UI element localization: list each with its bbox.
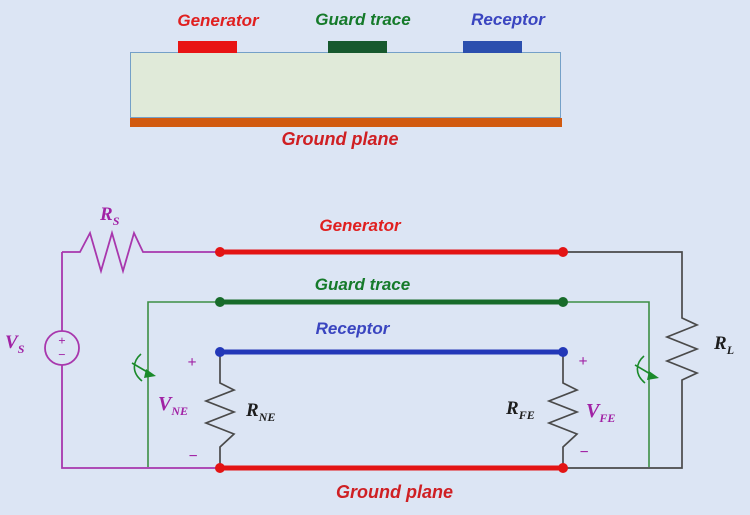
rfe-resistor <box>546 355 580 465</box>
rl-load-branch <box>565 251 700 469</box>
rs-sub: S <box>112 213 120 228</box>
rl-base: R <box>714 333 727 354</box>
generator-node-left <box>215 247 225 257</box>
rne-resistor <box>203 355 237 465</box>
guard-wire-right <box>565 301 650 467</box>
vs-sub: S <box>17 341 25 356</box>
rs-resistor <box>62 229 217 275</box>
vs-source-circle <box>44 330 80 366</box>
rfe-base: R <box>506 398 519 419</box>
near-end-minus-sign: − <box>188 448 198 465</box>
ground-node-left <box>215 463 225 473</box>
near-end-plus-sign: + <box>187 354 197 371</box>
cross-section-ground-plane-label: Ground plane <box>281 129 399 149</box>
vfe-sub: FE <box>599 411 616 425</box>
vne-base: V <box>158 393 172 415</box>
vs-minus-sign: − <box>58 347 66 362</box>
far-end-plus-sign: + <box>578 353 588 370</box>
source-branch-wire <box>44 229 217 469</box>
schematic-generator-label: Generator <box>319 216 401 235</box>
guard-node-left <box>215 297 225 307</box>
vne-voltage-label: VNE <box>158 394 188 417</box>
vs-base: V <box>5 332 18 353</box>
vfe-base: V <box>586 400 600 422</box>
vs-plus-sign: + <box>58 333 66 348</box>
guard-trace-pad <box>328 41 387 53</box>
generator-node-right <box>558 247 568 257</box>
cross-section-generator-label: Generator <box>177 11 259 30</box>
receptor-node-right <box>558 347 568 357</box>
schematic-receptor-label: Receptor <box>315 319 390 338</box>
connection-nodes <box>215 247 568 473</box>
schematic-guard-trace-label: Guard trace <box>314 275 411 294</box>
rl-sub: L <box>726 342 735 357</box>
rne-resistor-label: RNE <box>246 401 275 423</box>
cross-section-guard-trace-label: Guard trace <box>315 10 411 29</box>
guard-ground-arrow-right <box>634 355 659 384</box>
guard-node-right <box>558 297 568 307</box>
rfe-sub: FE <box>518 407 535 422</box>
generator-pad <box>178 41 237 53</box>
source-bottom-wire <box>61 365 217 469</box>
receptor-node-left <box>215 347 225 357</box>
far-end-minus-sign: − <box>579 444 589 461</box>
rs-base: R <box>100 204 113 225</box>
receptor-pad <box>463 41 522 53</box>
rl-resistor-label: RL <box>714 334 734 356</box>
guard-ground-arrow-left <box>131 353 156 382</box>
ground-node-right <box>558 463 568 473</box>
cross-section-receptor-label: Receptor <box>471 10 545 29</box>
guard-wire-left <box>147 301 218 467</box>
schematic-ground-plane-label: Ground plane <box>336 482 453 502</box>
rfe-resistor-label: RFE <box>506 399 535 421</box>
rne-sub: NE <box>258 409 276 424</box>
rs-resistor-label: RS <box>100 205 119 227</box>
rne-base: R <box>246 400 259 421</box>
vs-source-label: VS <box>5 333 24 355</box>
vne-sub: NE <box>171 404 189 418</box>
vfe-voltage-label: VFE <box>586 401 615 424</box>
ground-plane-strip <box>130 118 562 127</box>
